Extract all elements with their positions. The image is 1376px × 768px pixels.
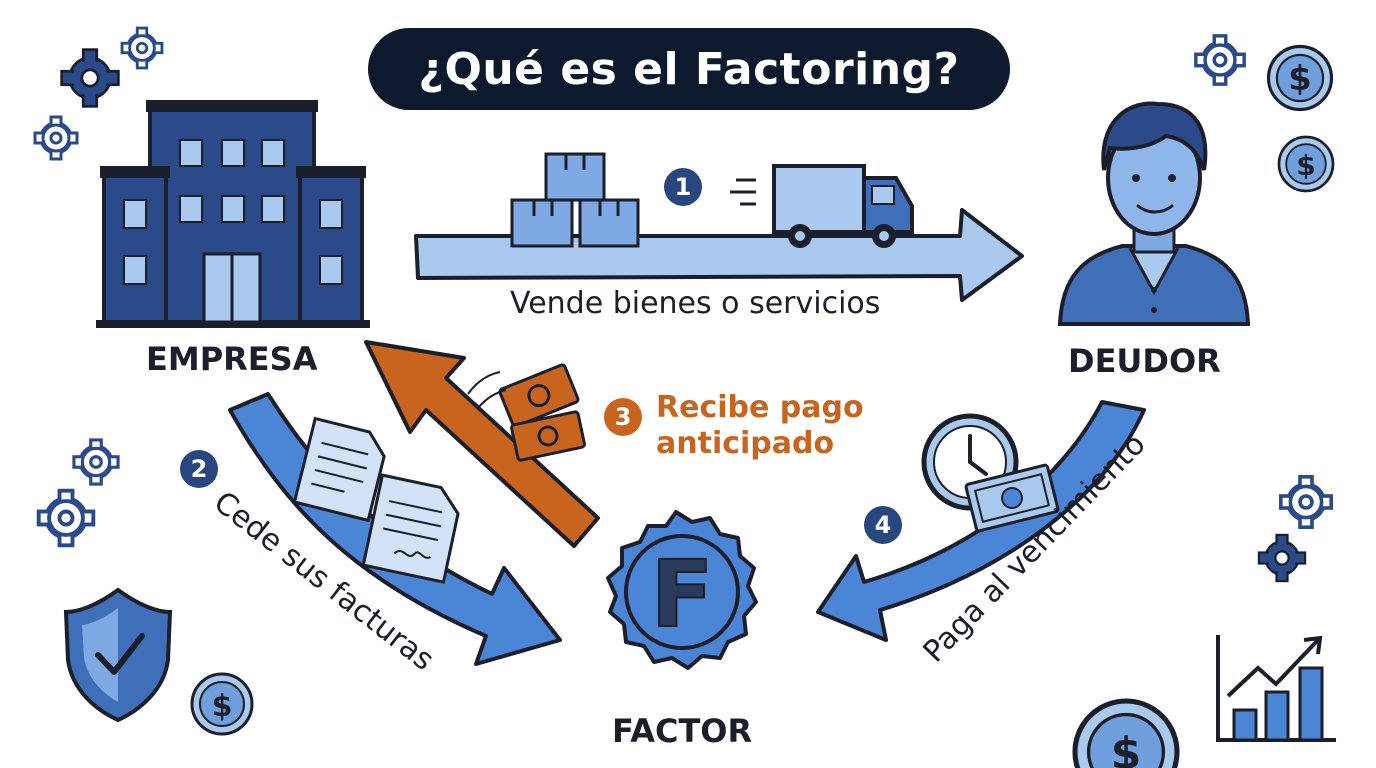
gear-icon — [1194, 34, 1246, 86]
dollar-coin-icon: $ — [1075, 701, 1177, 768]
gear-icon — [1279, 474, 1333, 530]
growth-chart-icon — [1216, 635, 1336, 742]
delivery-truck-icon — [730, 164, 914, 248]
step-4-badge: 4 — [864, 506, 902, 544]
step-1-label: Vende bienes o servicios — [510, 286, 881, 321]
node-empresa-label: EMPRESA — [146, 340, 318, 378]
factor-letter: F — [651, 541, 714, 648]
money-bill-icon — [964, 463, 1060, 533]
dollar-coin-icon: $ — [1277, 135, 1335, 193]
gear-icon — [60, 48, 120, 108]
svg-text:$: $ — [1111, 728, 1142, 768]
package-boxes-icon — [510, 152, 640, 248]
node-factor-label: FACTOR — [612, 712, 753, 750]
factor-seal-icon: F — [606, 510, 758, 670]
gear-icon — [120, 26, 164, 70]
shield-check-icon — [63, 587, 173, 723]
node-deudor-label: DEUDOR — [1068, 342, 1221, 380]
dollar-coin-icon: $ — [1266, 44, 1334, 112]
step-3-label: Recibe pago anticipado — [656, 390, 886, 462]
gear-icon — [72, 438, 120, 486]
page-title: ¿Qué es el Factoring? — [368, 28, 1010, 110]
arrow-vende — [414, 208, 1024, 302]
step-2-badge: 2 — [180, 450, 218, 488]
arrow-recibe-pago — [364, 340, 600, 548]
svg-text:$: $ — [212, 689, 233, 724]
step-1-badge: 1 — [664, 168, 702, 206]
empresa-building-icon — [96, 100, 370, 328]
step-3-badge: 3 — [604, 398, 642, 436]
invoice-documents-icon — [292, 416, 460, 584]
svg-text:$: $ — [1288, 59, 1312, 99]
step-3-label-line2: anticipado — [656, 426, 835, 461]
gear-icon — [36, 488, 96, 548]
gear-icon — [1257, 533, 1307, 583]
money-bills-icon — [467, 363, 586, 462]
svg-text:$: $ — [1296, 149, 1315, 182]
gear-icon — [33, 115, 79, 161]
dollar-coin-icon: $ — [190, 672, 254, 736]
step-3-label-line1: Recibe pago — [656, 390, 864, 425]
deudor-person-icon — [1057, 101, 1251, 326]
